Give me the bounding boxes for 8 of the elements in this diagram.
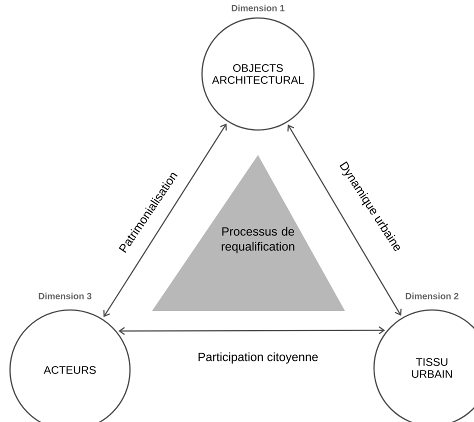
double-arrow [287,124,402,316]
double-arrow [103,124,227,318]
dimension-label: Dimension 1 [232,4,284,12]
dimension-label: Dimension 3 [38,292,92,300]
double-arrow [118,326,386,335]
edge-label: Participation citoyenne [196,351,320,365]
circle-node: OBJECTS ARCHITECTURAL [201,17,315,131]
dimension-label: Dimension 2 [406,292,458,300]
